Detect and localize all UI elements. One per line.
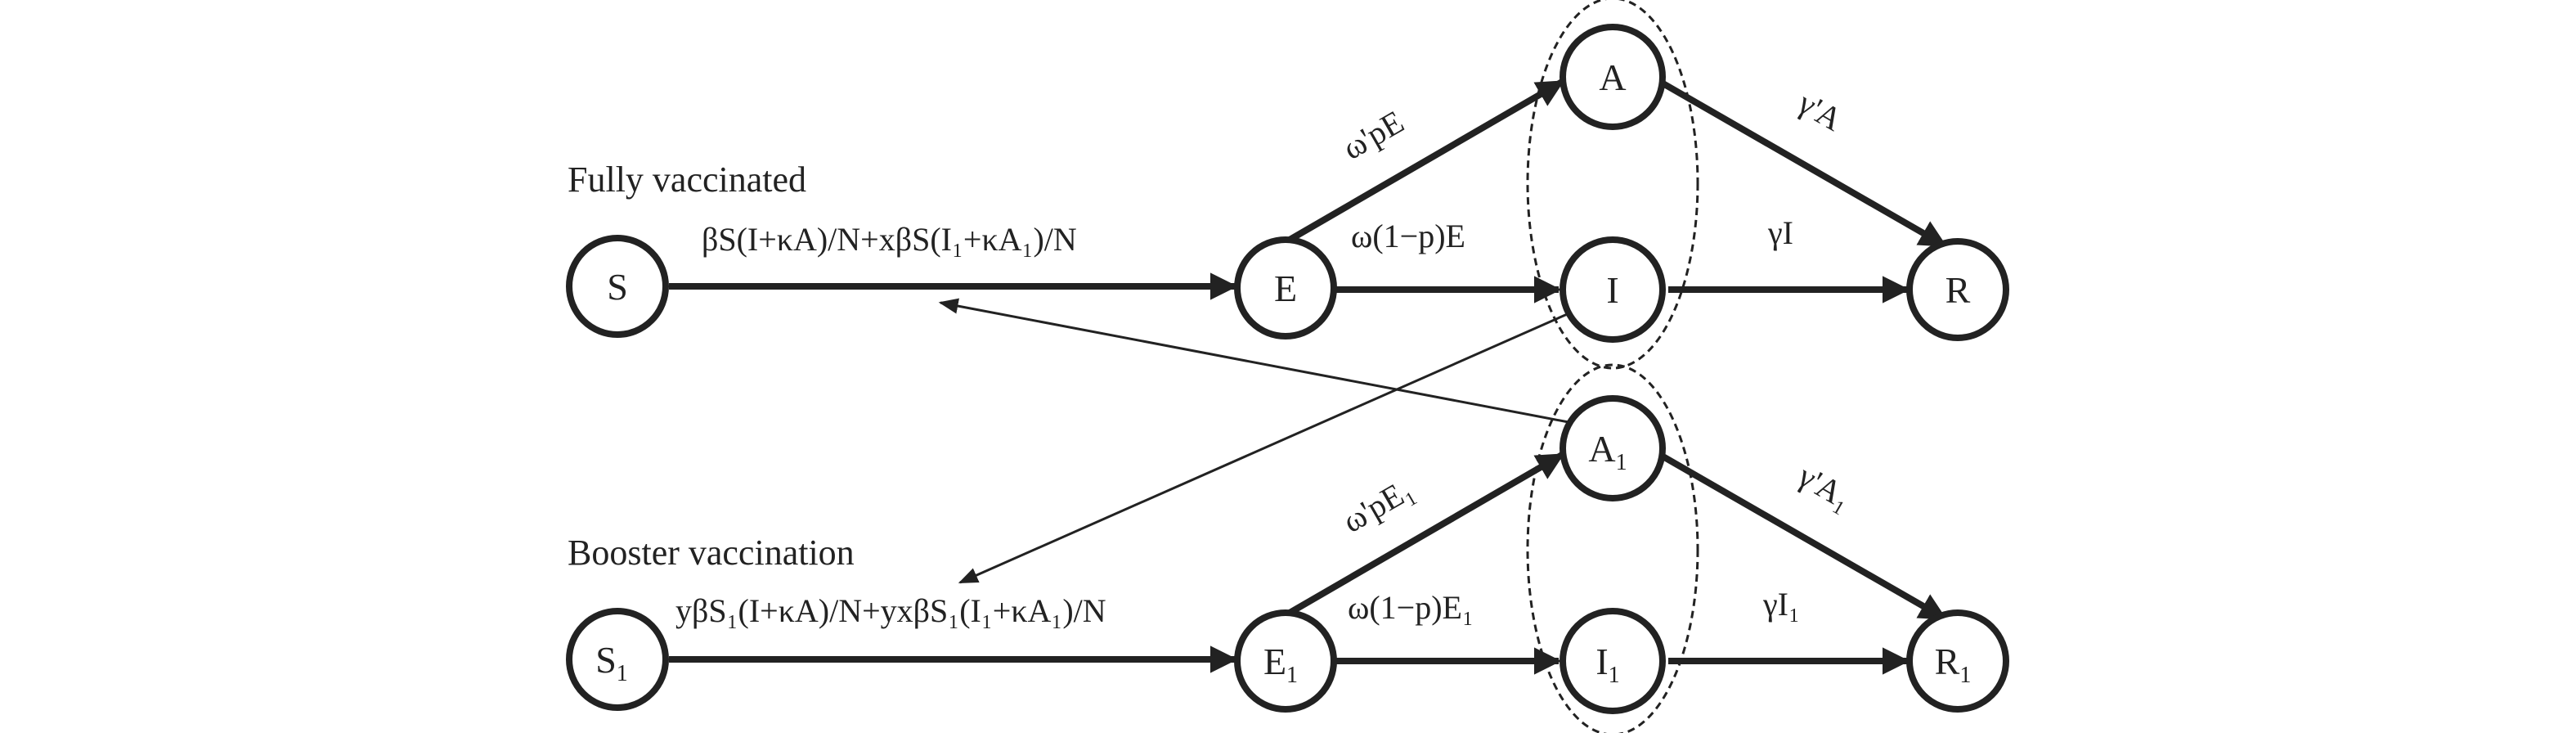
subscript-1: 1 [1609, 663, 1620, 688]
node-r: R [1906, 238, 2009, 341]
svg-text:E: E [1274, 268, 1297, 309]
group-label-booster-vaccination: Booster vaccination [568, 533, 855, 573]
subscript-1: 1 [1286, 663, 1298, 688]
svg-text:S: S [607, 266, 628, 308]
node-i: I [1560, 236, 1666, 343]
edge-label-i-to-r: γI [1767, 214, 1793, 251]
edge-label-a1-to-r1: γ'A₁ [1792, 456, 1859, 516]
node-e: E [1234, 236, 1337, 340]
svg-text:R1: R1 [1935, 641, 1972, 688]
subscript-1: 1 [1616, 450, 1627, 475]
edge-label-s-to-e: βS(I+κA)/N+xβS(I₁+κA₁)/N [702, 221, 1077, 258]
ai-group-ellipse-bottom [1526, 363, 1699, 733]
edge-label-a-to-r: γ'A [1792, 83, 1849, 137]
edge-label-e1-to-i1: ω(1−p)E₁ [1348, 589, 1474, 626]
edge-a-to-r [1658, 79, 1947, 249]
node-r1: R1 [1906, 609, 2009, 713]
svg-text:A1: A1 [1588, 428, 1627, 475]
edge-label-e1-to-a1: ω'pE₁ [1336, 470, 1420, 540]
node-s1: S1 [566, 608, 669, 711]
svg-text:I1: I1 [1595, 641, 1619, 688]
svg-text:A: A [1599, 56, 1626, 98]
node-s: S [566, 235, 669, 338]
svg-text:I: I [1606, 269, 1618, 311]
edge-label-s1-to-e1: yβS₁(I+κA)/N+yxβS₁(I₁+κA₁)/N [675, 592, 1106, 629]
cross-arrow-a1-to-s [938, 298, 1569, 424]
subscript-1: 1 [1959, 663, 1971, 688]
node-e1: E1 [1234, 609, 1337, 713]
subscript-1: 1 [617, 661, 628, 686]
node-i1: I1 [1560, 608, 1666, 714]
group-label-fully-vaccinated: Fully vaccinated [568, 160, 806, 200]
ai-group-ellipse-top [1526, 0, 1699, 370]
node-a1: A1 [1560, 395, 1666, 501]
cross-arrow-i-to-s1 [958, 308, 1579, 584]
svg-text:S1: S1 [595, 639, 628, 686]
svg-text:R: R [1945, 269, 1971, 311]
edge-a1-to-r1 [1658, 452, 1947, 622]
edge-label-e-to-i: ω(1−p)E [1351, 218, 1465, 254]
edge-e1-to-a1 [1277, 452, 1564, 622]
edge-e-to-a [1277, 79, 1564, 249]
edge-label-i1-to-r1: γI₁ [1762, 586, 1800, 623]
node-a: A [1560, 24, 1666, 130]
svg-text:E1: E1 [1263, 641, 1298, 688]
edge-label-e-to-a: ω'pE [1336, 103, 1410, 167]
